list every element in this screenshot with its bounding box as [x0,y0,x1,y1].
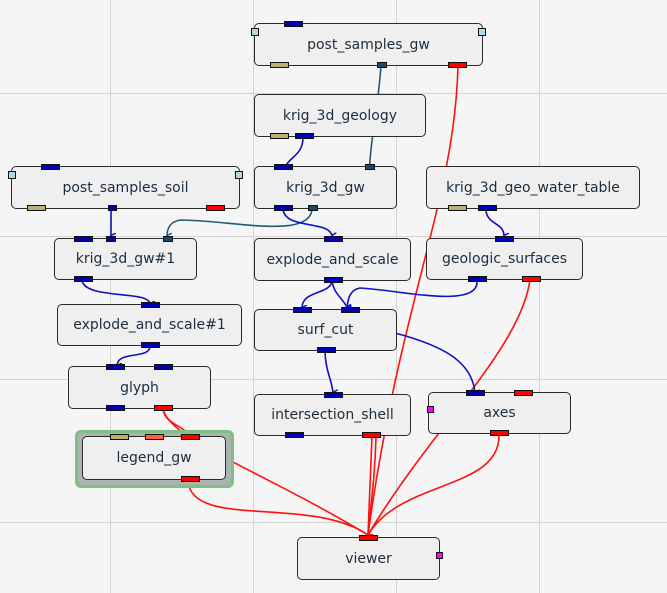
node-label: surf_cut [297,322,354,338]
input-port-field[interactable] [106,364,125,370]
node-label: krig_3d_geology [282,107,398,124]
node-label: explode_and_scale#1 [73,317,226,333]
wire-intersection-shell-to-viewer-a [367,435,373,536]
wire-geologic-surfaces-to-surf-cut [347,279,478,308]
input-port-field-2[interactable] [154,364,173,370]
output-port-render[interactable] [490,430,509,436]
wire-krig-3d-gw-to-explode [282,208,332,236]
node-label: post_samples_gw [307,36,430,53]
wire-explode-to-surf-cut-b [331,280,347,308]
input-port-geology[interactable] [365,164,375,170]
wire-explode-to-surf-cut-a [302,280,333,308]
output-port-render[interactable] [522,276,541,282]
output-port-field[interactable] [108,205,117,211]
output-port-field[interactable] [478,205,497,211]
node-explode-and-scale[interactable]: explode_and_scale [254,236,411,283]
input-port-field[interactable] [41,164,60,170]
control-port-left[interactable] [251,28,259,36]
output-port-field[interactable] [317,347,336,353]
control-port-left[interactable] [8,171,16,179]
input-port-field[interactable] [324,392,343,398]
output-port-field[interactable] [141,342,160,348]
input-port-field-2[interactable] [341,307,360,313]
input-port-field[interactable] [284,21,303,27]
wire-krig-3d-gw-to-krig-3d-gw-1 [167,208,313,236]
output-port-field[interactable] [106,405,125,411]
wire-surf-cut-to-axes [394,332,475,393]
node-glyph[interactable]: glyph [68,364,211,411]
input-port-field[interactable] [466,390,485,396]
control-port-right[interactable] [478,28,486,36]
input-port-field[interactable] [293,307,312,313]
output-port-legend[interactable] [448,205,467,211]
wire-legend-to-viewer [187,479,369,536]
node-krig-3d-gw-1[interactable]: krig_3d_gw#1 [54,236,197,282]
wire-water-table-to-geologic-surfaces [485,208,504,236]
wire-post-samples-gw-to-viewer [367,64,459,536]
output-port-legend[interactable] [27,205,46,211]
node-krig-3d-geo-water-table[interactable]: krig_3d_geo_water_table [426,166,640,211]
input-port-color-map[interactable] [145,434,164,440]
control-port-right[interactable] [235,171,243,179]
input-port-field[interactable] [495,236,514,242]
wire-explode-1-to-glyph [117,345,151,366]
input-port-render[interactable] [181,434,200,440]
node-label: explode_and_scale [266,251,399,268]
input-port-field[interactable] [274,164,293,170]
output-port-geology[interactable] [377,62,387,68]
input-port-field[interactable] [324,236,343,242]
node-post-samples-gw[interactable]: post_samples_gw [251,21,486,68]
output-port-field[interactable] [285,432,304,438]
node-viewer[interactable]: viewer [297,535,443,580]
output-port-field[interactable] [295,133,314,139]
node-label: krig_3d_gw [286,179,365,196]
node-label: viewer [345,550,392,567]
output-port-render[interactable] [154,405,173,411]
input-port-field[interactable] [141,302,160,308]
output-port-field[interactable] [324,277,343,283]
node-label: krig_3d_geo_water_table [446,179,620,196]
input-port-render[interactable] [514,390,533,396]
wire-axes-to-viewer [368,434,500,535]
node-surf-cut[interactable]: surf_cut [254,307,397,353]
output-port-render[interactable] [362,432,381,438]
node-label: krig_3d_gw#1 [75,251,176,267]
output-port-render[interactable] [448,62,467,68]
output-port-render[interactable] [206,205,225,211]
node-geologic-surfaces[interactable]: geologic_surfaces [426,236,583,282]
node-label: geologic_surfaces [441,251,568,267]
node-krig-3d-geology[interactable]: krig_3d_geology [254,94,426,139]
node-explode-and-scale-1[interactable]: explode_and_scale#1 [57,302,242,348]
node-label: legend_gw [116,450,192,466]
node-label: glyph [120,379,159,396]
view-port[interactable] [436,552,443,559]
input-port-render[interactable] [359,535,378,541]
wire-surf-cut-to-intersection [324,349,333,393]
input-port-field[interactable] [74,236,93,242]
wire-krig-3d-gw-1-to-explode-1 [81,279,150,304]
output-port-field[interactable] [74,276,93,282]
output-port-legend[interactable] [270,62,289,68]
output-port-render[interactable] [181,476,200,482]
output-port-field[interactable] [274,205,293,211]
input-port-geology[interactable] [163,236,173,242]
wire-intersection-shell-to-viewer-b [367,435,377,536]
node-intersection-shell[interactable]: intersection_shell [254,392,411,438]
node-krig-3d-gw[interactable]: krig_3d_gw [254,164,397,211]
node-post-samples-soil[interactable]: post_samples_soil [8,164,243,211]
node-axes[interactable]: axes [427,390,571,436]
node-legend-gw[interactable]: legend_gw [82,434,226,482]
output-port-field[interactable] [468,276,487,282]
node-label: axes [483,405,516,421]
output-port-legend[interactable] [270,133,289,139]
view-port[interactable] [427,406,434,413]
node-label: intersection_shell [271,407,394,423]
input-port-field-2[interactable] [106,236,116,242]
input-port-legend[interactable] [110,434,129,440]
output-port-geology[interactable] [308,205,318,211]
node-label: post_samples_soil [62,179,189,196]
